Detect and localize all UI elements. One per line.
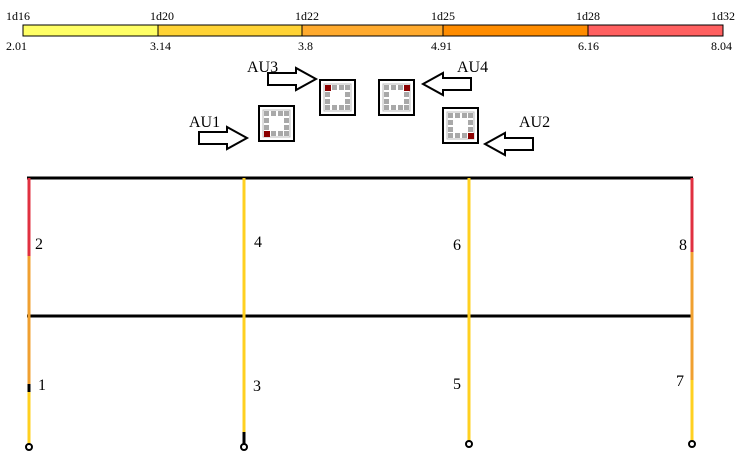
section-au3-critical-bar (325, 85, 331, 91)
section-au4: AU4 (377, 59, 488, 117)
column-line-3 (465, 178, 473, 448)
column-label: 1 (38, 377, 46, 394)
legend-swatch-3 (302, 25, 443, 36)
column-label: 5 (453, 376, 461, 393)
legend-border (22, 24, 724, 37)
legend-top-label: 1d32 (711, 9, 735, 23)
legend-bottom-label: 4.91 (431, 39, 452, 53)
column-line-1 (25, 178, 33, 451)
column-line-4 (688, 178, 696, 448)
legend-top-label: 1d25 (431, 9, 455, 23)
legend-swatch-1 (23, 25, 158, 36)
column-label: 4 (254, 234, 262, 251)
section-au2: AU2 (441, 106, 550, 156)
section-au3-label: AU3 (247, 59, 278, 76)
legend-bottom-label: 3.14 (150, 39, 171, 53)
support-pin (240, 443, 248, 451)
legend-bottom-label: 2.01 (6, 39, 27, 53)
section-au2-label: AU2 (519, 114, 550, 131)
legend-swatch-5 (588, 25, 723, 36)
section-au4-label: AU4 (457, 59, 488, 76)
column-label: 7 (676, 373, 684, 390)
column-label: 8 (679, 237, 687, 254)
legend-top-label: 1d16 (6, 9, 30, 23)
arrow-left-icon (422, 72, 472, 96)
section-au1-label: AU1 (189, 114, 220, 131)
support-pin (688, 440, 696, 448)
column-label: 2 (35, 236, 43, 253)
support-pin (25, 443, 33, 451)
column-label: 6 (453, 237, 461, 254)
legend: 1d16 1d20 1d22 1d25 1d28 1d32 2.01 3.14 … (6, 9, 735, 53)
arrow-left-icon (484, 132, 534, 156)
legend-swatch-4 (443, 25, 588, 36)
legend-top-label: 1d22 (295, 9, 319, 23)
column-label: 3 (253, 378, 261, 395)
section-au3: AU3 (247, 59, 357, 117)
support-pin (465, 440, 473, 448)
legend-bottom-label: 6.16 (578, 39, 599, 53)
section-au4-critical-bar (404, 85, 410, 91)
legend-top-label: 1d20 (150, 9, 174, 23)
section-au2-critical-bar (468, 133, 474, 139)
legend-swatch-2 (158, 25, 302, 36)
legend-bottom-label: 3.8 (298, 39, 313, 53)
section-au1: AU1 (189, 104, 296, 150)
legend-top-label: 1d28 (576, 9, 600, 23)
column-line-2 (240, 178, 248, 451)
legend-bottom-label: 8.04 (711, 39, 732, 53)
section-au1-critical-bar (264, 131, 270, 137)
